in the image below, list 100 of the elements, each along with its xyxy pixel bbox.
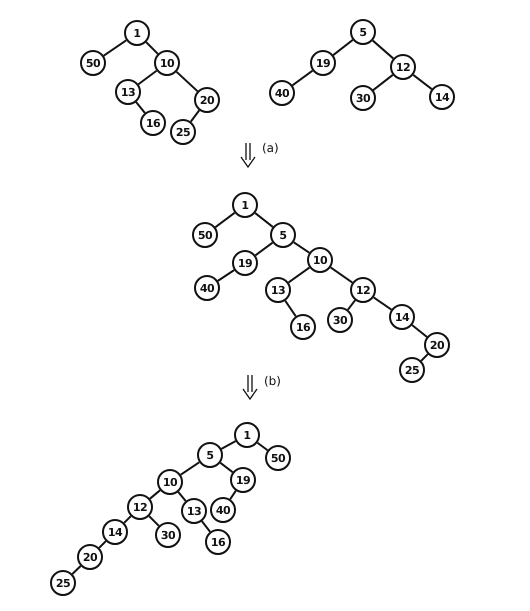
tree-node-circle bbox=[389, 304, 415, 330]
tree-node-circle bbox=[290, 314, 316, 340]
tree-node-circle bbox=[157, 469, 183, 495]
tree-node-circle bbox=[127, 494, 153, 520]
tree-edge bbox=[201, 520, 211, 532]
node-value: 16 bbox=[210, 536, 226, 548]
node-value: 30 bbox=[356, 92, 370, 104]
tree-node-circle bbox=[232, 192, 258, 218]
tree-node-circle bbox=[205, 529, 231, 555]
tree-node-circle bbox=[181, 498, 207, 524]
node-value: 5 bbox=[359, 26, 367, 38]
node-value: 19 bbox=[238, 256, 252, 270]
node-value: 16 bbox=[296, 320, 310, 334]
node-value: 14 bbox=[108, 526, 122, 538]
tree-node-circle bbox=[429, 84, 455, 110]
tree-node-circle bbox=[310, 50, 336, 76]
node-value: 40 bbox=[274, 86, 290, 100]
tree-node-circle bbox=[234, 422, 260, 448]
tree-node-circle bbox=[102, 519, 128, 545]
node-value: 50 bbox=[86, 56, 100, 70]
node-value: 25 bbox=[404, 364, 420, 376]
node-value: 20 bbox=[200, 94, 214, 106]
node-value: 12 bbox=[132, 500, 148, 514]
tree-node-circle bbox=[192, 222, 218, 248]
tree-node-circle bbox=[424, 332, 450, 358]
tree-edge bbox=[256, 442, 268, 452]
node-value: 20 bbox=[82, 550, 98, 564]
tree-node-circle bbox=[265, 277, 291, 303]
tree-edge bbox=[372, 40, 394, 60]
tree-node-circle bbox=[210, 497, 236, 523]
tree-edge bbox=[176, 71, 198, 92]
step-label: (b) bbox=[264, 374, 281, 388]
tree-edge bbox=[372, 74, 394, 91]
tree-node-circle bbox=[80, 50, 106, 76]
node-value: 1 bbox=[243, 428, 251, 442]
tree-edge bbox=[373, 296, 392, 310]
tree-edge bbox=[135, 102, 146, 114]
tree-edge bbox=[347, 300, 356, 310]
tree-edge bbox=[412, 324, 428, 338]
node-value: 50 bbox=[270, 452, 286, 464]
node-value: 13 bbox=[120, 86, 136, 98]
tree-node-circle bbox=[154, 50, 180, 76]
tree-node-circle bbox=[269, 80, 295, 106]
tree-edge bbox=[254, 242, 274, 256]
tree-edge bbox=[332, 39, 354, 56]
tree-edge bbox=[123, 515, 132, 524]
tree-edge bbox=[148, 515, 160, 527]
tree-node-circle bbox=[232, 250, 258, 276]
tree-edge bbox=[292, 70, 314, 86]
node-value: 25 bbox=[176, 126, 190, 138]
tree-node-circle bbox=[399, 357, 425, 383]
node-value: 10 bbox=[312, 254, 328, 266]
node-value: 13 bbox=[186, 504, 202, 518]
tree-edge bbox=[98, 540, 107, 549]
tree-edge bbox=[220, 462, 234, 473]
tree-edge bbox=[138, 70, 158, 86]
tree-edge bbox=[178, 491, 186, 502]
tree-edge bbox=[229, 490, 237, 500]
tree-node-circle bbox=[140, 110, 166, 136]
node-value: 5 bbox=[206, 448, 214, 462]
tree-edge bbox=[254, 212, 274, 228]
tree-edge bbox=[145, 41, 159, 55]
tree-node-circle bbox=[350, 85, 376, 111]
tree-node-circle bbox=[265, 445, 291, 471]
node-value: 40 bbox=[200, 282, 214, 294]
node-value: 14 bbox=[434, 90, 450, 104]
tree-node-circle bbox=[390, 54, 416, 80]
tree-node-circle bbox=[50, 570, 76, 596]
node-value: 10 bbox=[162, 476, 178, 488]
tree-node-circle bbox=[155, 522, 181, 548]
tree-edge bbox=[293, 241, 310, 254]
node-value: 30 bbox=[160, 528, 176, 542]
node-value: 40 bbox=[216, 504, 230, 516]
tree-edge bbox=[412, 74, 432, 90]
tree-edge bbox=[180, 461, 200, 476]
tree-node-circle bbox=[77, 544, 103, 570]
tree-node-circle bbox=[350, 277, 376, 303]
node-value: 13 bbox=[270, 284, 286, 296]
node-value: 14 bbox=[394, 310, 410, 324]
tree-node-circle bbox=[350, 19, 376, 45]
node-value: 19 bbox=[316, 56, 330, 70]
tree-edge bbox=[288, 266, 310, 284]
tree-node-circle bbox=[170, 119, 196, 145]
tree-node-circle bbox=[194, 275, 220, 301]
tree-node-circle bbox=[307, 247, 333, 273]
tree-node-circle bbox=[197, 442, 223, 468]
node-value: 1 bbox=[133, 26, 141, 40]
tree-node-circle bbox=[230, 467, 256, 493]
node-value: 16 bbox=[146, 116, 160, 130]
tree-edge bbox=[284, 300, 297, 317]
node-value: 19 bbox=[236, 474, 250, 486]
tree-edge bbox=[420, 353, 429, 362]
tree-node-circle bbox=[270, 222, 296, 248]
node-value: 30 bbox=[332, 314, 348, 326]
node-value: 10 bbox=[160, 56, 174, 70]
tree-node-circle bbox=[327, 307, 353, 333]
node-value: 20 bbox=[430, 338, 444, 352]
tree-node-circle bbox=[124, 20, 150, 46]
tree-edge bbox=[214, 212, 236, 228]
tree-node-circle bbox=[194, 87, 220, 113]
